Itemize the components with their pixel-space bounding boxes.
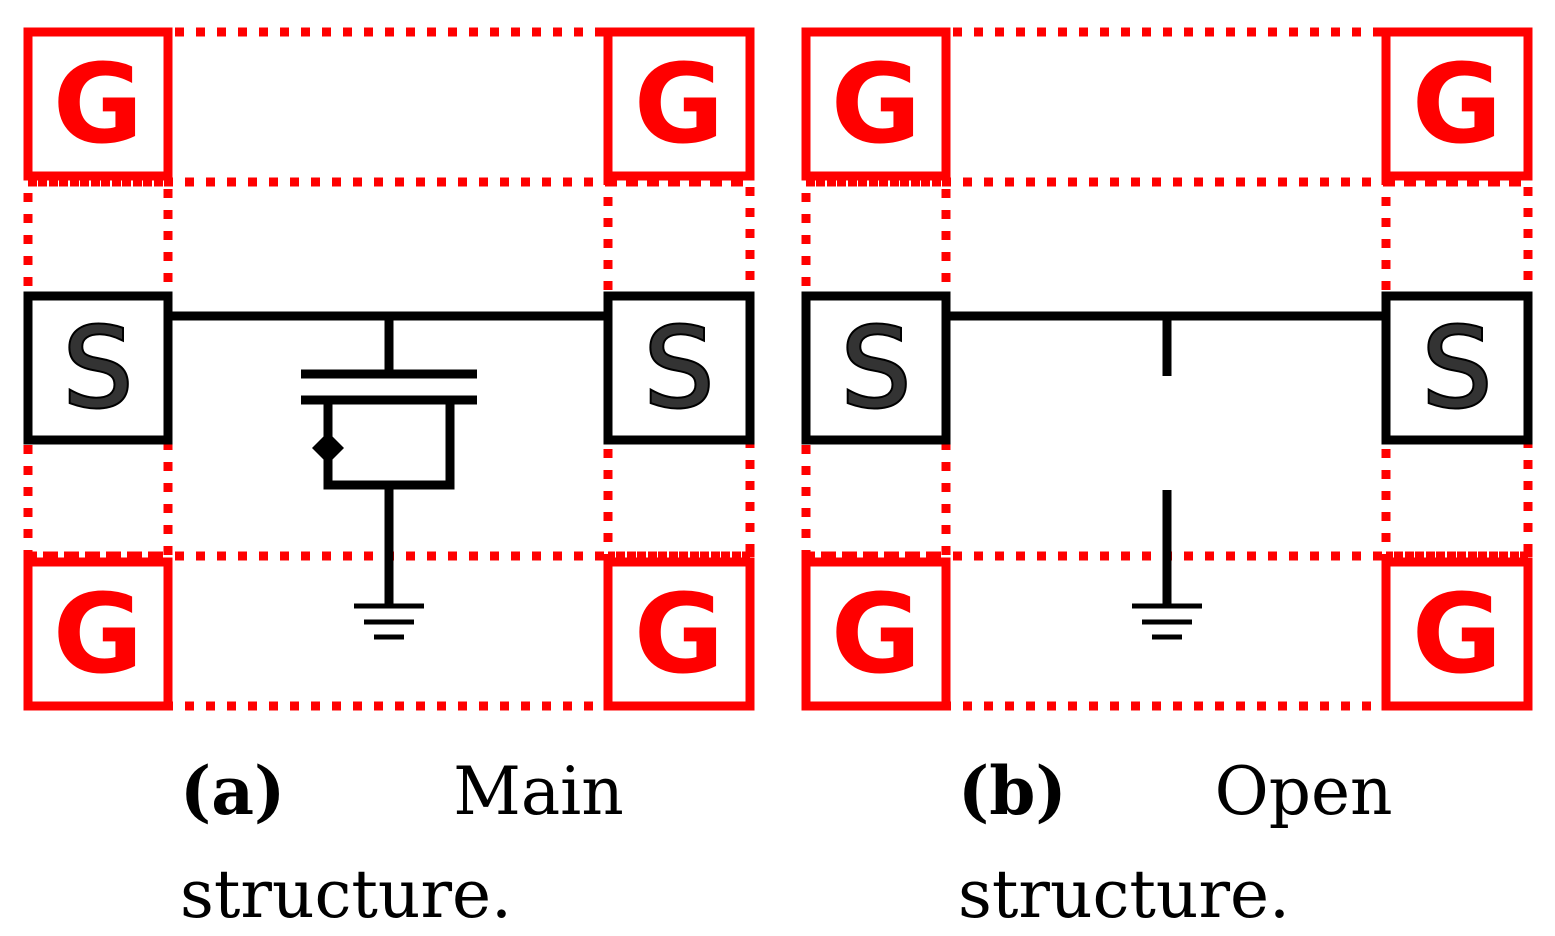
ground-pad-label: G [831, 40, 921, 168]
ground-symbol-icon [1132, 603, 1202, 640]
panel-a-ground-pad-bottom-right: G [603, 557, 755, 711]
caption-b-tag: (b) [958, 752, 1067, 830]
ground-symbol-icon [354, 603, 424, 640]
ground-pad-label: G [53, 570, 143, 698]
panel-b-signal-pad-right: S [1381, 291, 1533, 445]
caption-b-line1: (b)Open [958, 758, 1393, 825]
ground-pad-label: G [634, 40, 724, 168]
panel-a-main-structure: G G G G S S [23, 27, 755, 711]
panel-a-ground-pad-bottom-left: G [23, 557, 173, 711]
panel-a-top-ground-band [23, 27, 755, 187]
transistor-body [323, 400, 455, 490]
ground-pad-label: G [1412, 40, 1502, 168]
panel-b-top-ground-band [801, 27, 1533, 187]
caption-a-title: Main [453, 753, 624, 830]
caption-a-line2: structure. [180, 856, 513, 933]
ground-pad-label: G [1412, 570, 1502, 698]
panel-b-open-circuit [946, 311, 1386, 640]
signal-pad-label: S [841, 304, 911, 432]
caption-a-tag: (a) [180, 752, 286, 830]
signal-pad-label: S [63, 304, 133, 432]
panel-b-ground-pad-bottom-left: G [801, 557, 951, 711]
ground-pad-label: G [831, 570, 921, 698]
panel-b-ground-pad-bottom-right: G [1381, 557, 1533, 711]
panel-a-ground-pad-top-left: G [23, 27, 173, 181]
ground-pad-label: G [53, 40, 143, 168]
caption-b-line2: structure. [958, 856, 1291, 933]
signal-pad-label: S [644, 304, 714, 432]
panel-b-ground-pad-top-left: G [801, 27, 951, 181]
panel-b-open-structure: G G G G S S [801, 27, 1533, 711]
source-arrow-icon [312, 432, 344, 464]
panel-a-transistor-circuit [168, 311, 608, 640]
ground-pad-label: G [634, 570, 724, 698]
panel-a-signal-pad-right: S [603, 291, 755, 445]
panel-b-signal-pad-left: S [801, 291, 951, 445]
signal-pad-label: S [1422, 304, 1492, 432]
panel-a-signal-pad-left: S [23, 291, 173, 445]
caption-b-title: Open [1214, 753, 1393, 830]
caption-a-line1: (a)Main [180, 758, 624, 825]
panel-b-ground-pad-top-right: G [1381, 27, 1533, 181]
panel-a-ground-pad-top-right: G [603, 27, 755, 181]
